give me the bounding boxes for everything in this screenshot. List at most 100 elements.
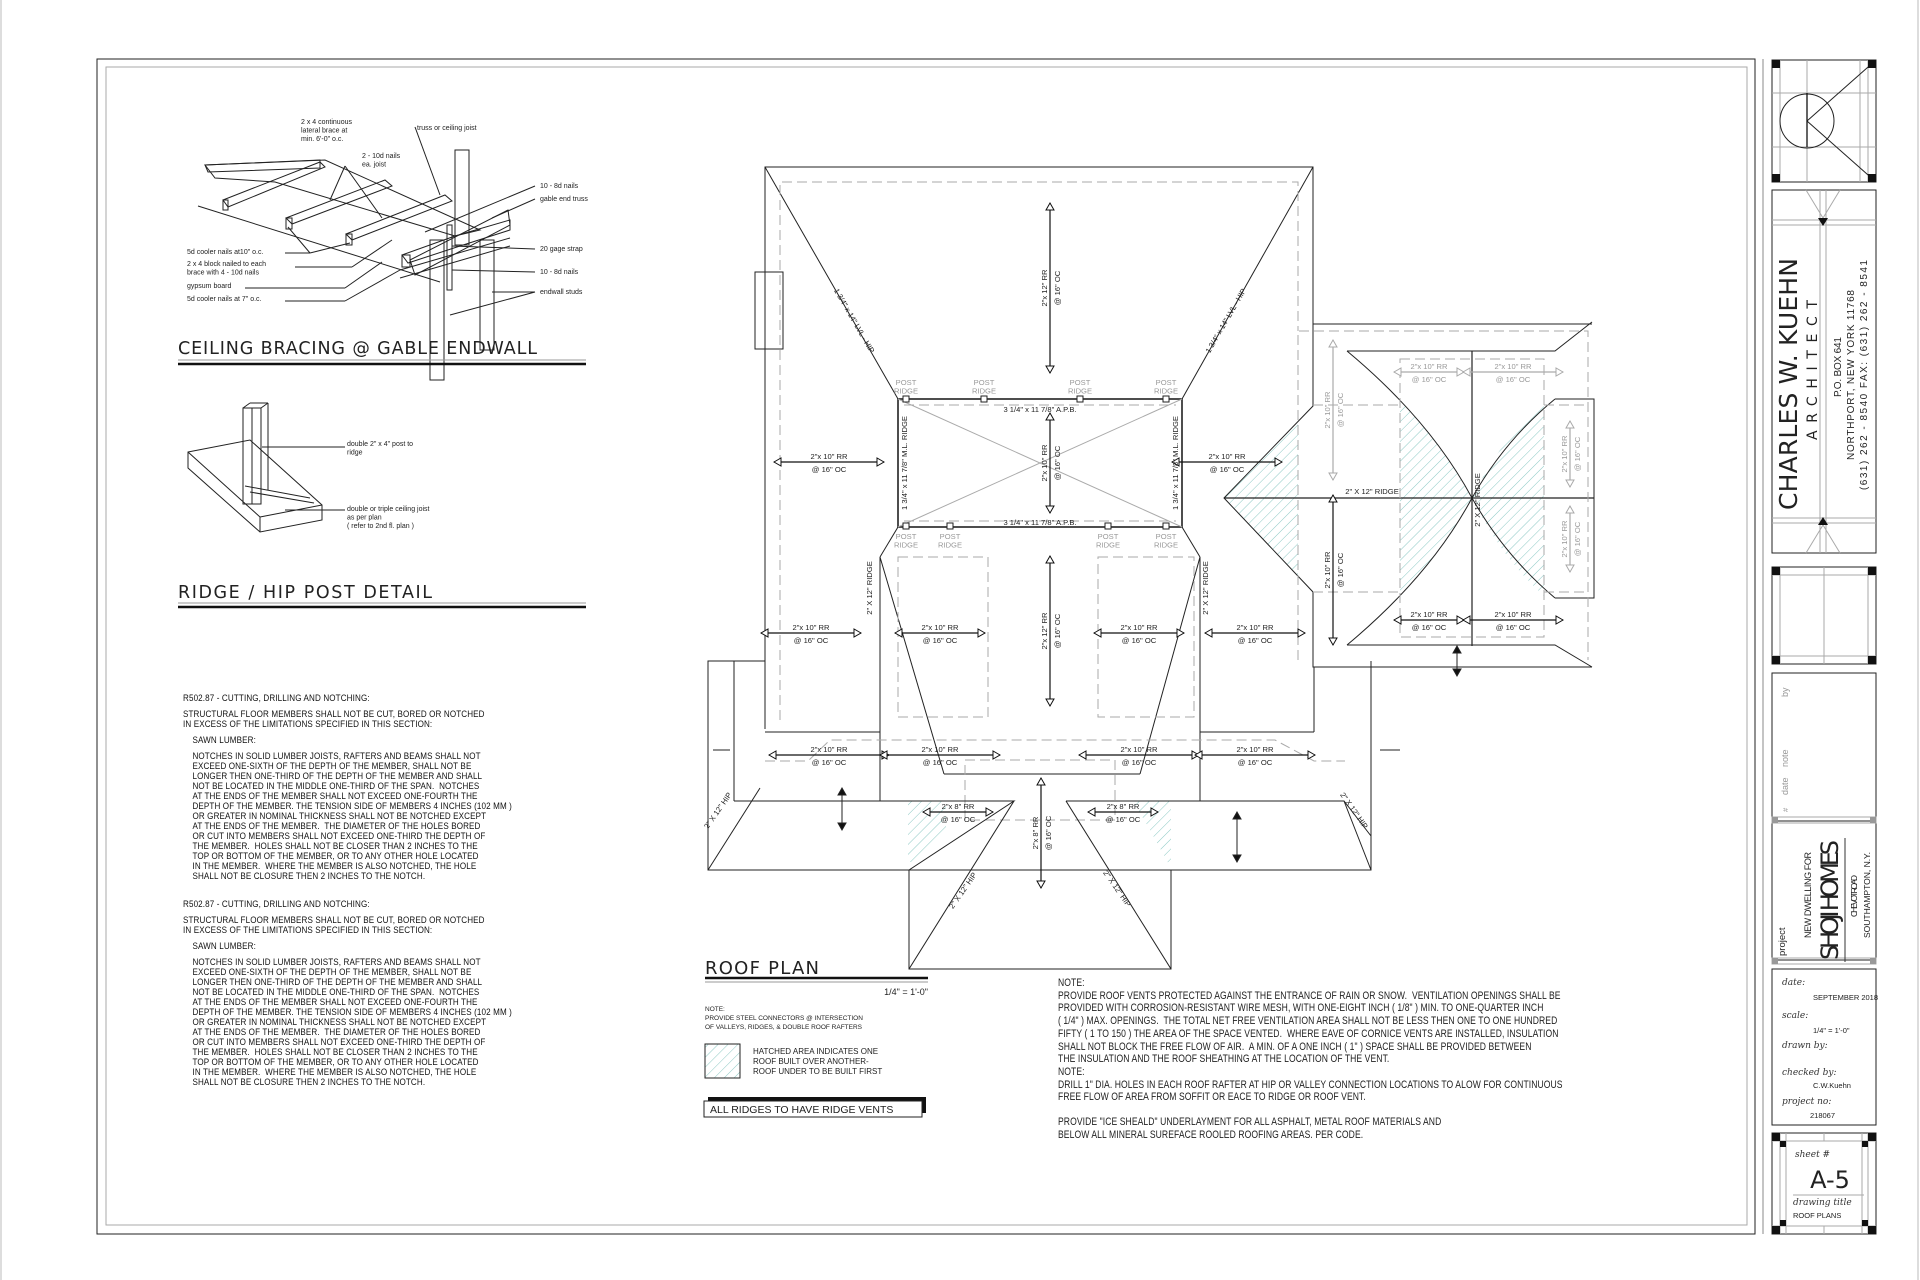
post-detail-sketch — [187, 402, 345, 533]
rafter-label: 2"x 10" RR@ 16" OC — [767, 745, 891, 767]
post-detail-title: RIDGE / HIP POST DETAIL — [178, 583, 433, 603]
post-marker — [1076, 395, 1084, 403]
roof-plan-note-label: NOTE: — [705, 1006, 725, 1013]
callout-text: brace with 4 - 10d nails — [187, 270, 259, 277]
rafter-size: 2"x 10" RR — [1494, 362, 1532, 371]
note-line: PROVIDE "ICE SHEALD" UNDERLAYMENT FOR AL… — [1058, 1116, 1442, 1129]
note-line: NOT BE LOCATED IN THE MIDDLE ONE-THIRD O… — [192, 780, 480, 791]
rafter-size: 2"x 10" RR — [1120, 745, 1158, 754]
roof-plan: 2"x 10" RR @ 16" OC 2"x 10" RR @ 16" OC 2"x … — [702, 166, 1595, 970]
arrowhead-icon — [1045, 201, 1055, 375]
rafter-spacing: @ 16" OC — [1122, 758, 1157, 767]
architect-name-box: CHARLES W. KUEHN ARCHITECT P.O. BOX 641 … — [1771, 189, 1877, 554]
rafter-size: 2"x 10" RR — [810, 745, 848, 754]
callout-text: 2 x 4 continuous — [301, 119, 352, 126]
title-block: CHARLES W. KUEHN ARCHITECT P.O. BOX 641 … — [1771, 59, 1878, 1235]
code-notes-block: R502.87 - CUTTING, DRILLING AND NOTCHING… — [183, 899, 512, 1087]
rafter-spacing: @ 16" OC — [1053, 613, 1062, 648]
rafter-size: 2"x 10" RR — [1040, 444, 1049, 482]
arrowhead-icon — [1045, 411, 1055, 515]
note-line: FIFTY ( 1 TO 150 ) THE AREA OF THE SPACE… — [1058, 1027, 1559, 1040]
revision-header-number: # — [1781, 807, 1790, 812]
note-line: NOTE: — [1058, 977, 1085, 989]
note-line: EXCEED ONE-SIXTH OF THE DEPTH OF THE MEM… — [192, 966, 472, 977]
callout-text: 5d cooler nails at10" o.c. — [187, 249, 263, 256]
arrowhead-icon — [759, 628, 863, 638]
note-line: NOTE: — [1058, 1065, 1085, 1078]
rafter-label: 2"x 10" RR@ 16" OC — [759, 623, 863, 645]
rafter-size: 2"x 8" RR — [1031, 816, 1040, 849]
arrowhead-icon — [1092, 628, 1186, 638]
roof-plan-note: PROVIDE STEEL CONNECTORS @ INTERSECTION — [705, 1015, 863, 1022]
checked-by-label: checked by: — [1782, 1068, 1836, 1078]
member-label: 2" X 12" RIDGE — [1345, 487, 1399, 496]
note-line: SAWN LUMBER: — [192, 940, 256, 951]
front-wings-outline — [707, 660, 1372, 970]
callout-text: double 2" x 4" post to — [347, 441, 413, 448]
rafter-label: 2"x 10" RR@ 16" OC — [1392, 610, 1466, 632]
callout-text: min. 6'-0" o.c. — [301, 136, 343, 143]
arrowhead-icon — [1045, 554, 1055, 708]
callout-text: as per plan — [347, 515, 382, 522]
arrowhead-icon — [1170, 457, 1284, 467]
note-line: NOTCHES IN SOLID LUMBER JOISTS, RAFTERS … — [192, 750, 481, 761]
main-roof-outline — [754, 166, 1315, 801]
ceiling-bracing-leaders — [245, 126, 536, 316]
project-name: SHOJI HOMES — [1816, 840, 1844, 960]
rafter-dimension-labels: 2"x 10" RR @ 16" OC 2"x 10" RR @ 16" OC 2"x … — [759, 201, 1582, 890]
member-label: 3 1/4" x 11 7/8" A.P.B. — [1003, 405, 1076, 414]
rafter-label: 2"x 10" RR @ 16" OC — [1461, 362, 1565, 384]
rafter-label: 2"x 10" RR @ 16" OC — [1077, 745, 1201, 767]
ridge-label: RIDGE — [938, 541, 962, 550]
member-label: 2" X 12" HIP — [1101, 869, 1133, 909]
rafter-label: 2"x 8" RR@ 16" OC — [921, 802, 995, 824]
hatch-legend-text: ROOF BUILT OVER ANOTHER- — [753, 1057, 869, 1066]
arrowhead-icon — [1077, 750, 1201, 760]
member-label: 2" X 12" RIDGE — [1201, 561, 1210, 615]
rafter-size: 2"x 10" RR — [1236, 623, 1274, 632]
rafter-spacing: @ 16" OC — [1044, 815, 1053, 850]
callout-text: gypsum board — [187, 283, 231, 290]
arrowhead-icon — [1193, 750, 1317, 760]
arrowhead-icon — [1203, 628, 1307, 638]
hatch-legend-text: HATCHED AREA INDICATES ONE — [753, 1047, 878, 1056]
note-line: THE MEMBER. HOLES SHALL NOT BE CLOSER TH… — [192, 1046, 478, 1057]
note-line: THE MEMBER. HOLES SHALL NOT BE CLOSER TH… — [192, 840, 478, 851]
arrowhead-icon — [1328, 493, 1338, 647]
drawing-title-value: ROOF PLANS — [1793, 1211, 1841, 1220]
ridge-label: RIDGE — [1068, 387, 1092, 396]
note-line: DEPTH OF THE MEMBER. THE TENSION SIDE OF… — [192, 1006, 513, 1017]
rafter-label: 2"x 10" RR@ 16" OC — [1193, 745, 1317, 767]
rafter-size: 2"x 10" RR — [921, 745, 959, 754]
note-line: TOP OR BOTTOM OF THE MEMBER, OR TO ANY O… — [192, 850, 479, 861]
member-label: 3 1/4" x 11 7/8" A.P.B. — [1003, 518, 1076, 527]
member-label: 2" X 12" HIP — [1338, 791, 1370, 831]
note-line: NOTCHES IN SOLID LUMBER JOISTS, RAFTERS … — [192, 956, 481, 967]
rafter-size: 2"x 8" RR — [942, 802, 975, 811]
rafter-spacing: @ 16" OC — [1122, 636, 1157, 645]
rafter-size: 2"x 8" RR — [1107, 802, 1140, 811]
note-line: TOP OR BOTTOM OF THE MEMBER, OR TO ANY O… — [192, 1056, 479, 1067]
ridge-label: RIDGE — [1154, 541, 1178, 550]
hatch-legend-swatch — [704, 1043, 741, 1079]
rafter-spacing: @ 16" OC — [1496, 375, 1531, 384]
member-label: 1 3/4" x 14" LVL - HIP — [832, 287, 876, 355]
rafter-label: 2"x 10" RR@ 16" OC — [1323, 493, 1345, 647]
note-line: SHALL NOT BLOCK THE FREE FLOW OF AIR. A … — [1058, 1040, 1532, 1053]
sheet-number: A-5 — [1810, 1166, 1850, 1194]
post-marker — [902, 522, 910, 530]
callout-text: ea. joist — [362, 162, 386, 169]
rafter-size: 2"x 10" RR — [1410, 362, 1448, 371]
note-line: R502.87 - CUTTING, DRILLING AND NOTCHING… — [183, 898, 370, 909]
checked-by-value: C.W.Kuehn — [1813, 1081, 1851, 1090]
roof-plan-legend: ROOF PLAN 1/4" = 1'-0" NOTE: PROVIDE STE… — [703, 958, 928, 1118]
rafter-spacing: @ 16" OC — [1573, 521, 1582, 556]
architect-phone-fax: (631) 262 - 8540 FAX: (631) 262 - 8541 — [1859, 260, 1870, 490]
note-line: FREE FLOW OF AREA FROM SOFFIT OR EACE TO… — [1058, 1091, 1366, 1104]
rafter-label: 2"x 10" RR@ 16" OC — [1040, 411, 1062, 515]
project-info-box: date: SEPTEMBER 2018 scale: 1/4" = 1'-0"… — [1771, 968, 1878, 1126]
post-marker — [1162, 395, 1170, 403]
